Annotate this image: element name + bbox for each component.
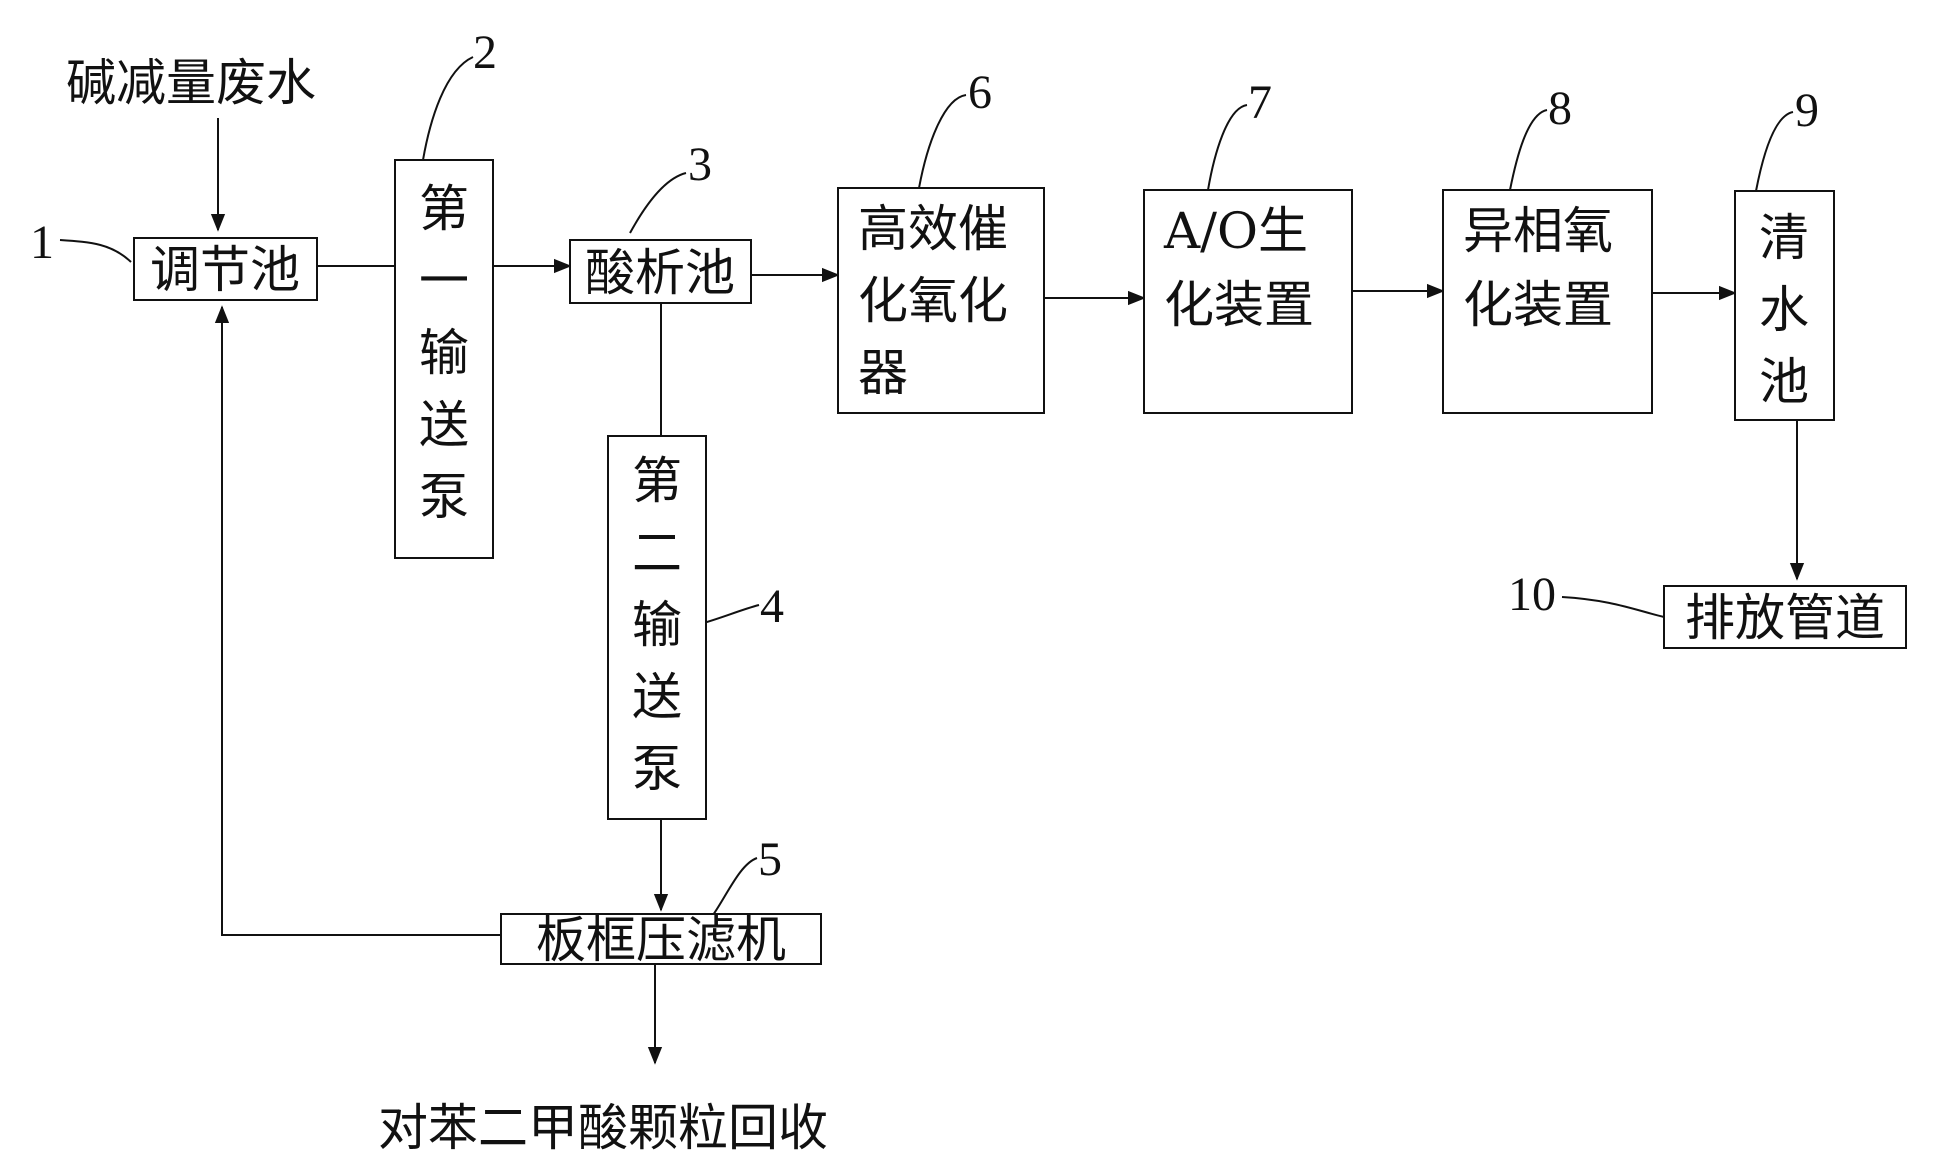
ao-device-line-2: 化装置 [1164,276,1314,334]
leader-7 [1207,104,1248,191]
discharge-pipe-box [1663,585,1907,649]
number-leaders [59,56,1794,916]
second-pump-line-3: 输 [632,596,682,654]
ao-device-box [1143,189,1353,414]
regulating-tank-number: 1 [30,216,54,269]
second-pump-number: 4 [760,580,784,633]
clear-water-tank-box [1734,190,1835,421]
first-pump-line-1: 第 [419,180,469,238]
heterogeneous-oxidation-line-2: 化装置 [1463,276,1613,334]
connector-filter-press-return-to-regulating-tank [214,305,501,936]
heterogeneous-oxidation-number: 8 [1548,82,1572,135]
leader-1 [59,239,132,263]
clear-water-tank-number: 9 [1795,84,1819,137]
unit-catalytic-oxidizer: 高效催 化氧化 器 6 [837,66,1045,414]
leader-3 [629,172,687,234]
filter-press-box [500,913,822,965]
second-pump-line-4: 送 [632,668,682,726]
regulating-tank-label: 调节池 [150,241,300,299]
first-pump-line-3: 输 [419,324,469,382]
leader-4 [699,604,760,625]
unit-regulating-tank: 调节池 1 [30,216,318,301]
discharge-pipe-label: 排放管道 [1685,589,1885,647]
flow-connectors [210,118,1805,1065]
ao-device-number: 7 [1248,76,1272,129]
leader-9 [1755,111,1794,192]
leader-10 [1561,596,1665,618]
clear-water-tank-line-1: 清 [1759,209,1809,267]
leader-8 [1509,109,1548,191]
second-pump-line-2: 二 [632,524,682,582]
unit-second-pump: 第 二 输 送 泵 4 [607,435,784,820]
unit-ao-device: A/O生 化装置 7 [1143,76,1353,414]
filter-press-label: 板框压滤机 [536,911,786,969]
heterogeneous-oxidation-box [1442,189,1653,414]
first-pump-line-4: 送 [419,396,469,454]
filter-press-number: 5 [758,833,782,886]
catalytic-oxidizer-line-3: 器 [858,344,908,402]
input-label: 碱减量废水 [66,54,316,112]
catalytic-oxidizer-box [837,187,1045,414]
clear-water-tank-line-2: 水 [1759,281,1809,339]
second-pump-line-1: 第 [632,452,682,510]
acid-tank-box [569,239,752,304]
leader-5 [712,857,758,916]
ao-device-line-1: A/O生 [1163,202,1308,260]
catalytic-oxidizer-line-2: 化氧化 [858,272,1008,330]
first-pump-line-2: 一 [419,252,469,310]
discharge-pipe-number: 10 [1508,568,1556,621]
unit-heterogeneous-oxidation: 异相氧 化装置 8 [1442,82,1653,414]
acid-tank-number: 3 [688,138,712,191]
unit-acid-tank: 酸析池 3 [569,138,752,304]
leader-2 [422,56,474,161]
unit-filter-press: 板框压滤机 5 [500,833,822,969]
first-pump-line-5: 泵 [419,468,469,526]
catalytic-oxidizer-number: 6 [968,66,992,119]
unit-clear-water-tank: 清 水 池 9 [1734,84,1835,421]
leader-6 [918,94,967,189]
regulating-tank-box [133,237,318,301]
clear-water-tank-line-3: 池 [1759,353,1809,411]
acid-tank-label: 酸析池 [585,244,735,302]
catalytic-oxidizer-line-1: 高效催 [858,200,1008,258]
first-pump-number: 2 [473,26,497,79]
unit-discharge-pipe: 排放管道 10 [1508,568,1907,649]
heterogeneous-oxidation-line-1: 异相氧 [1463,202,1613,260]
output-label: 对苯二甲酸颗粒回收 [378,1099,828,1157]
second-pump-line-5: 泵 [632,740,682,798]
first-pump-box [394,159,494,559]
second-pump-box [607,435,707,820]
unit-first-pump: 第 一 输 送 泵 2 [394,26,497,559]
